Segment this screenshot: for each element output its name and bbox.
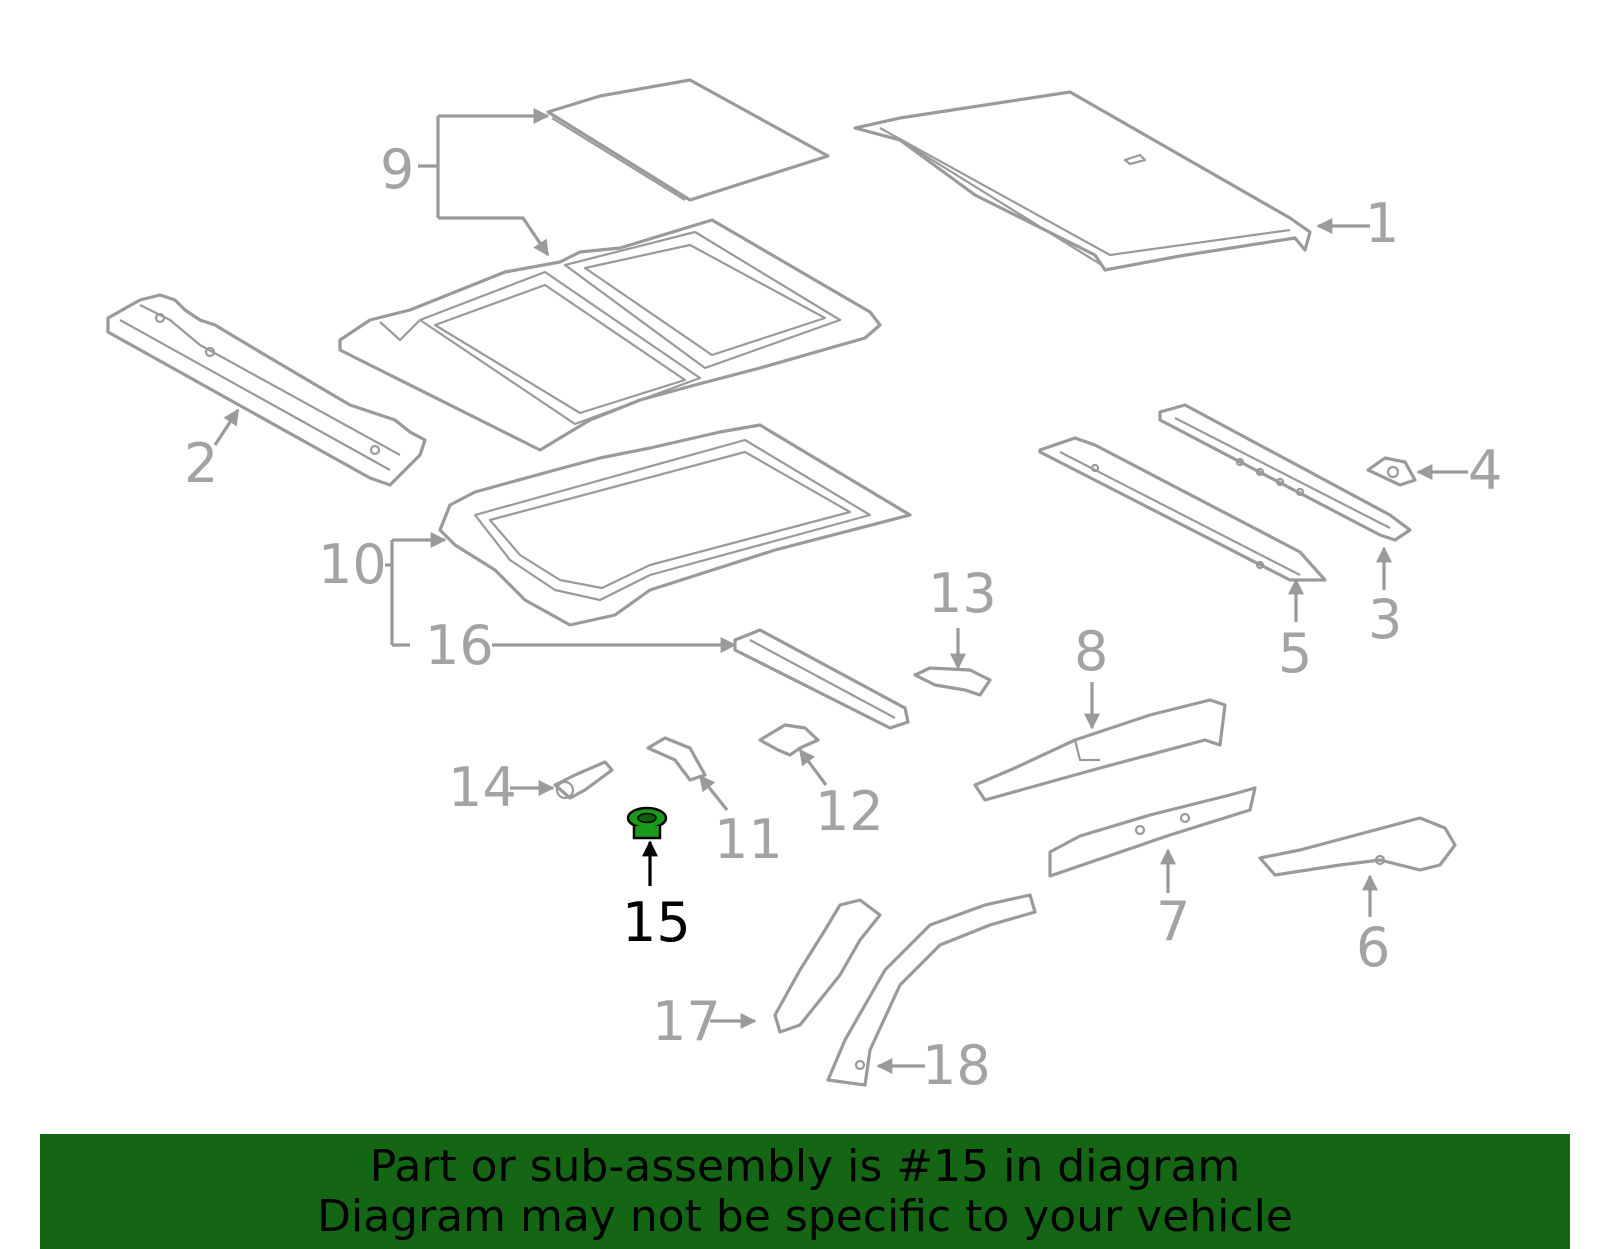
part-8-rail — [973, 698, 1227, 802]
part-11-bracket — [646, 736, 707, 782]
part-9-sunroof-housing — [338, 218, 882, 452]
callout-17: 17 — [652, 990, 721, 1053]
callout-13: 13 — [928, 562, 997, 625]
part-1-roof-panel — [853, 90, 1312, 272]
callout-14: 14 — [448, 756, 517, 819]
part-12-bracket — [758, 723, 820, 757]
part-18-pillar — [826, 893, 1037, 1087]
callout-10: 10 — [318, 533, 387, 596]
callout-5: 5 — [1278, 622, 1312, 685]
banner-line-1: Part or sub-assembly is #15 in diagram — [369, 1141, 1241, 1192]
part-9-glass-upper — [546, 78, 830, 202]
part-10-sunroof-frame — [438, 423, 912, 627]
part-14-bolt — [553, 760, 614, 800]
leader-lines — [213, 108, 1468, 1074]
callout-15: 15 — [622, 891, 691, 954]
callout-12: 12 — [815, 780, 884, 843]
callout-labels: 1 2 3 4 5 6 7 8 9 10 11 12 13 14 15 16 1… — [184, 138, 1502, 1097]
part-16-deflector — [733, 628, 910, 730]
part-2-side-rail — [106, 293, 427, 487]
callout-16: 16 — [425, 614, 494, 677]
part-13-clip — [913, 666, 992, 697]
part-4-bracket — [1366, 456, 1417, 487]
callout-1: 1 — [1365, 192, 1399, 255]
callout-7: 7 — [1156, 890, 1190, 953]
callout-11: 11 — [714, 808, 783, 871]
part-3-right-rail — [1158, 403, 1412, 542]
part-17-pillar-brace — [773, 898, 882, 1034]
notice-banner: Part or sub-assembly is #15 in diagram D… — [40, 1134, 1570, 1249]
callout-8: 8 — [1074, 620, 1108, 683]
part-15-nut-highlighted — [626, 806, 668, 840]
banner-line-2: Diagram may not be specific to your vehi… — [317, 1191, 1293, 1242]
part-6-rear-header — [1258, 816, 1457, 877]
callout-4: 4 — [1468, 439, 1502, 502]
callout-3: 3 — [1368, 588, 1402, 651]
callout-2: 2 — [184, 432, 218, 495]
callout-18: 18 — [922, 1034, 991, 1097]
part-5-inner-rail — [1038, 436, 1327, 582]
callout-9: 9 — [380, 138, 414, 201]
callout-6: 6 — [1356, 916, 1390, 979]
part-7-rail — [1048, 786, 1257, 878]
